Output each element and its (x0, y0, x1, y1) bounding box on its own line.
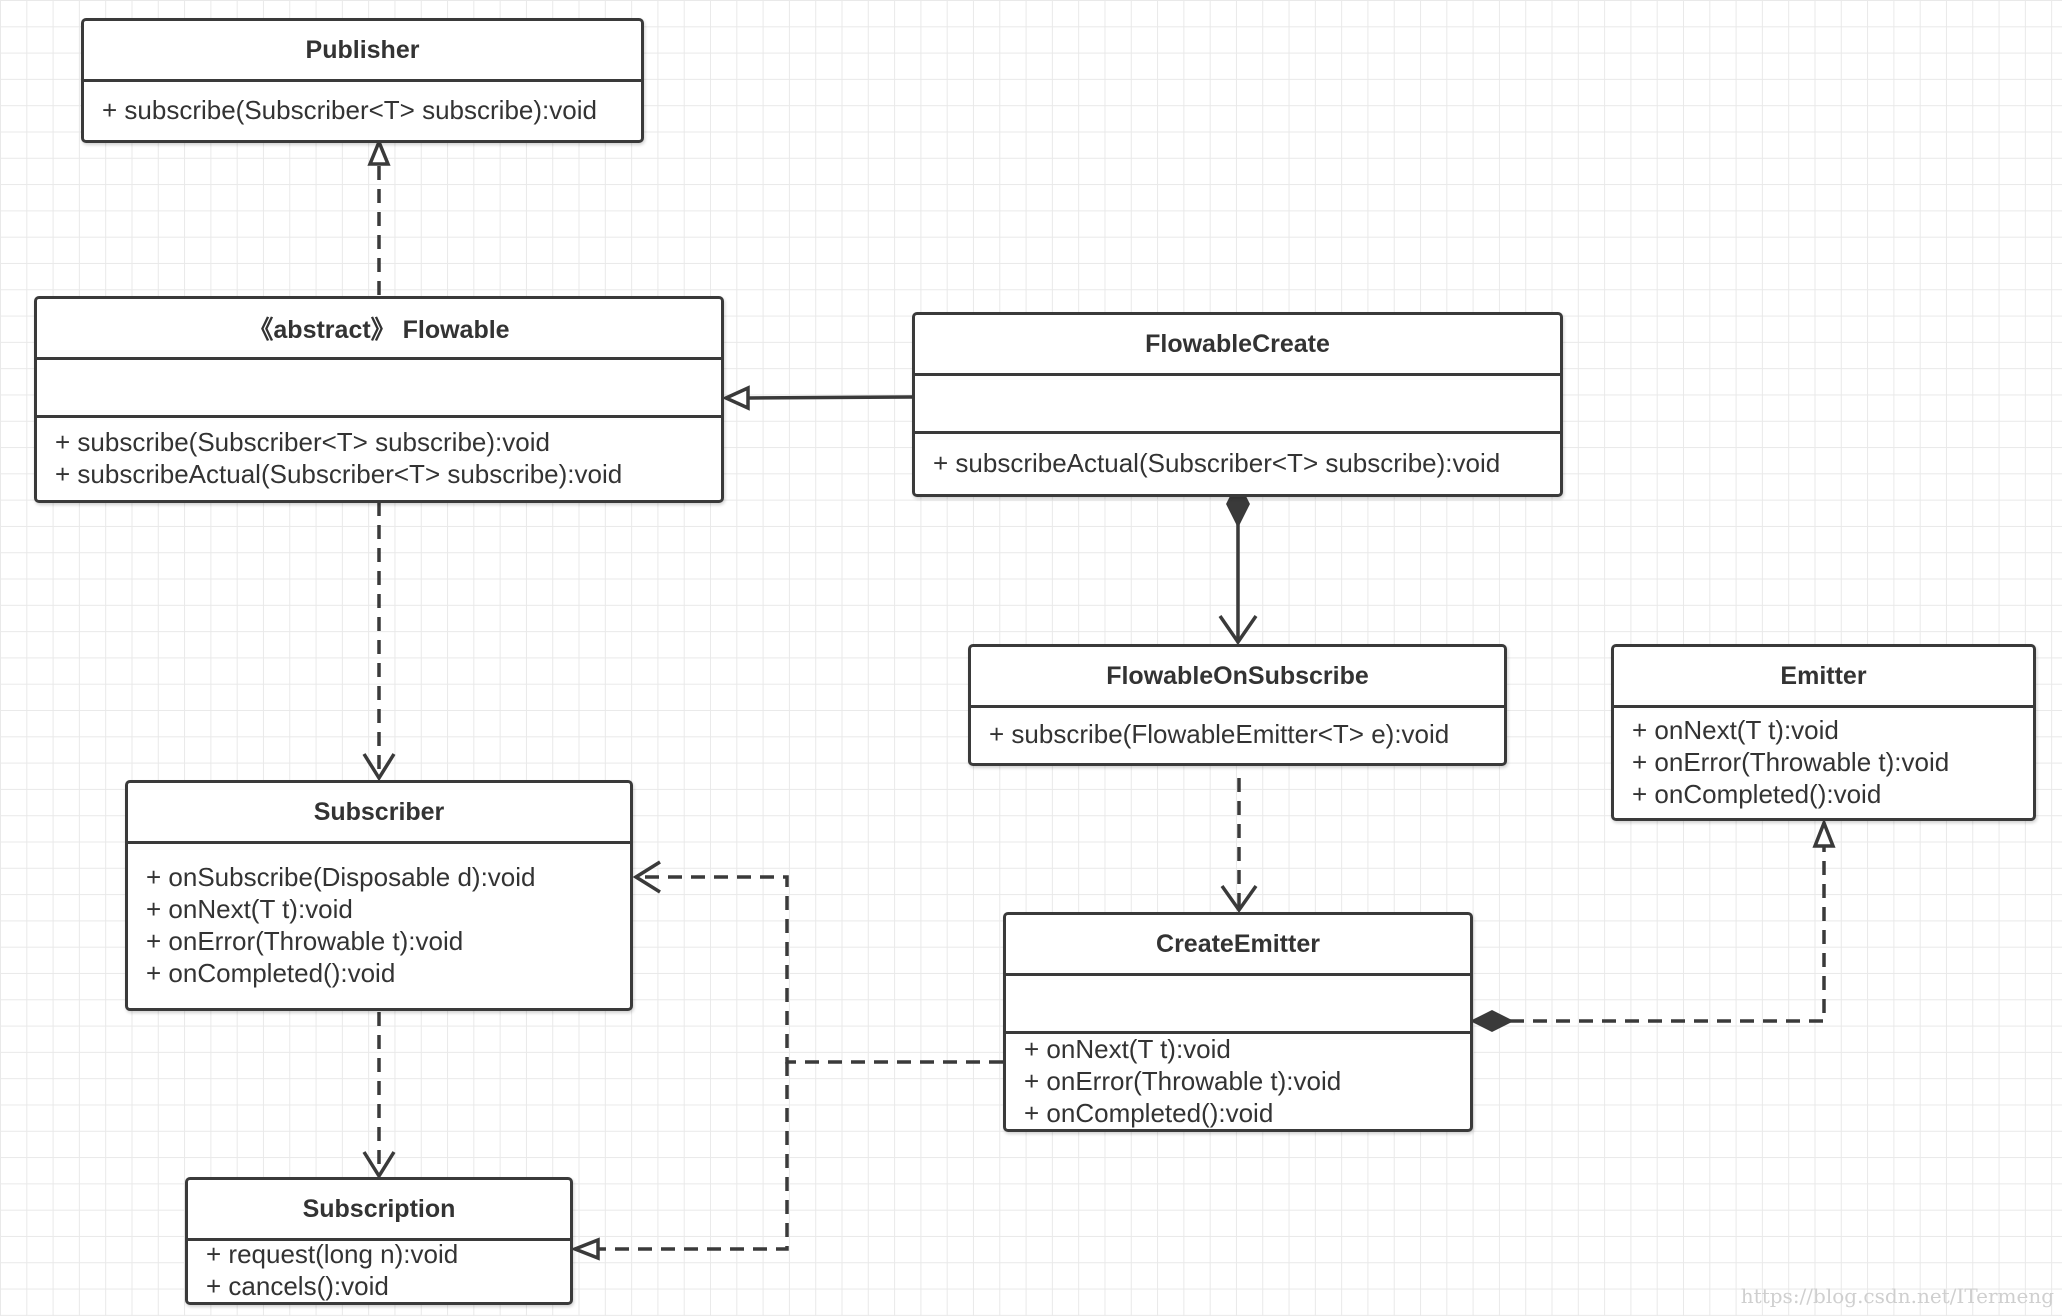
class-flowable[interactable]: 《abstract》 Flowable + subscribe(Subscrib… (34, 296, 724, 503)
class-name: Publisher (84, 21, 641, 82)
operation: + subscribe(FlowableEmitter<T> e):void (989, 719, 1450, 749)
edge-flowablecreate-to-flowable (747, 395, 913, 400)
class-name: Subscriber (128, 783, 630, 844)
operation: + onCompleted():void (146, 957, 396, 988)
operation: + subscribeActual(Subscriber<T> subscrib… (55, 459, 623, 489)
class-name: Subscription (188, 1180, 570, 1241)
operation: + onNext(T t):void (146, 893, 353, 924)
edge-createemitter-to-subscriber (636, 875, 1003, 1064)
open-arrowhead (1218, 615, 1258, 646)
operation: + request(long n):void (206, 1239, 459, 1269)
operations-list: + onNext(T t):void + onError(Throwable t… (1632, 705, 2025, 818)
class-subscription[interactable]: Subscription + request(long n):void + ca… (185, 1177, 573, 1305)
open-arrowhead (632, 860, 661, 894)
hollow-triangle-arrowhead (721, 385, 750, 411)
class-createemitter[interactable]: CreateEmitter + onNext(T t):void + onErr… (1003, 912, 1473, 1132)
operation: + onCompleted():void (1024, 1097, 1274, 1128)
class-name: FlowableCreate (915, 315, 1560, 376)
operation: + onNext(T t):void (1632, 714, 1839, 745)
class-emitter[interactable]: Emitter + onNext(T t):void + onError(Thr… (1611, 644, 2036, 821)
edge-createemitter-to-subscription (598, 1062, 789, 1251)
open-arrowhead (1220, 884, 1258, 914)
operation: + onNext(T t):void (1024, 1033, 1231, 1064)
class-subscriber[interactable]: Subscriber + onSubscribe(Disposable d):v… (125, 780, 633, 1011)
operation: + subscribeActual(Subscriber<T> subscrib… (933, 448, 1501, 478)
hollow-triangle-arrowhead (367, 137, 391, 166)
operation: + onError(Throwable t):void (146, 925, 464, 956)
operation: + onSubscribe(Disposable d):void (146, 861, 536, 892)
watermark: https://blog.csdn.net/ITermeng (1740, 1284, 2054, 1308)
operations-list: + request(long n):void + cancels():void (206, 1238, 562, 1302)
operations-list: + subscribe(Subscriber<T> subscribe):voi… (102, 79, 633, 140)
operations-list: + subscribe(Subscriber<T> subscribe):voi… (55, 416, 713, 500)
operation: + cancels():void (206, 1271, 389, 1301)
class-name: FlowableOnSubscribe (971, 647, 1504, 708)
class-flowableonsubscribe[interactable]: FlowableOnSubscribe + subscribe(Flowable… (968, 644, 1507, 766)
operation: + onError(Throwable t):void (1632, 746, 1950, 777)
edge-createemitter-to-emitter (1510, 846, 1826, 1023)
open-arrowhead (362, 753, 396, 782)
operations-list: + subscribeActual(Subscriber<T> subscrib… (933, 432, 1552, 494)
operation: + subscribe(Subscriber<T> subscribe):voi… (102, 94, 597, 125)
operations-list: + onNext(T t):void + onError(Throwable t… (1024, 1032, 1462, 1129)
class-name: Emitter (1614, 647, 2033, 708)
attributes-compartment (1006, 973, 1470, 1034)
class-publisher[interactable]: Publisher + subscribe(Subscriber<T> subs… (81, 18, 644, 143)
filled-diamond-icon (1470, 1010, 1514, 1032)
hollow-triangle-arrowhead (570, 1237, 600, 1261)
attributes-compartment (915, 373, 1560, 434)
attributes-compartment (37, 357, 721, 418)
operation: + onError(Throwable t):void (1024, 1065, 1342, 1096)
open-arrowhead (362, 1151, 396, 1180)
operation: + onCompleted():void (1632, 778, 1882, 809)
operations-list: + subscribe(FlowableEmitter<T> e):void (989, 705, 1496, 763)
class-flowablecreate[interactable]: FlowableCreate + subscribeActual(Subscri… (912, 312, 1563, 497)
operation: + subscribe(Subscriber<T> subscribe):voi… (55, 427, 550, 457)
hollow-triangle-arrowhead (1812, 818, 1836, 848)
class-name: 《abstract》 Flowable (37, 299, 721, 360)
operations-list: + onSubscribe(Disposable d):void + onNex… (146, 841, 622, 1008)
class-name: CreateEmitter (1006, 915, 1470, 976)
